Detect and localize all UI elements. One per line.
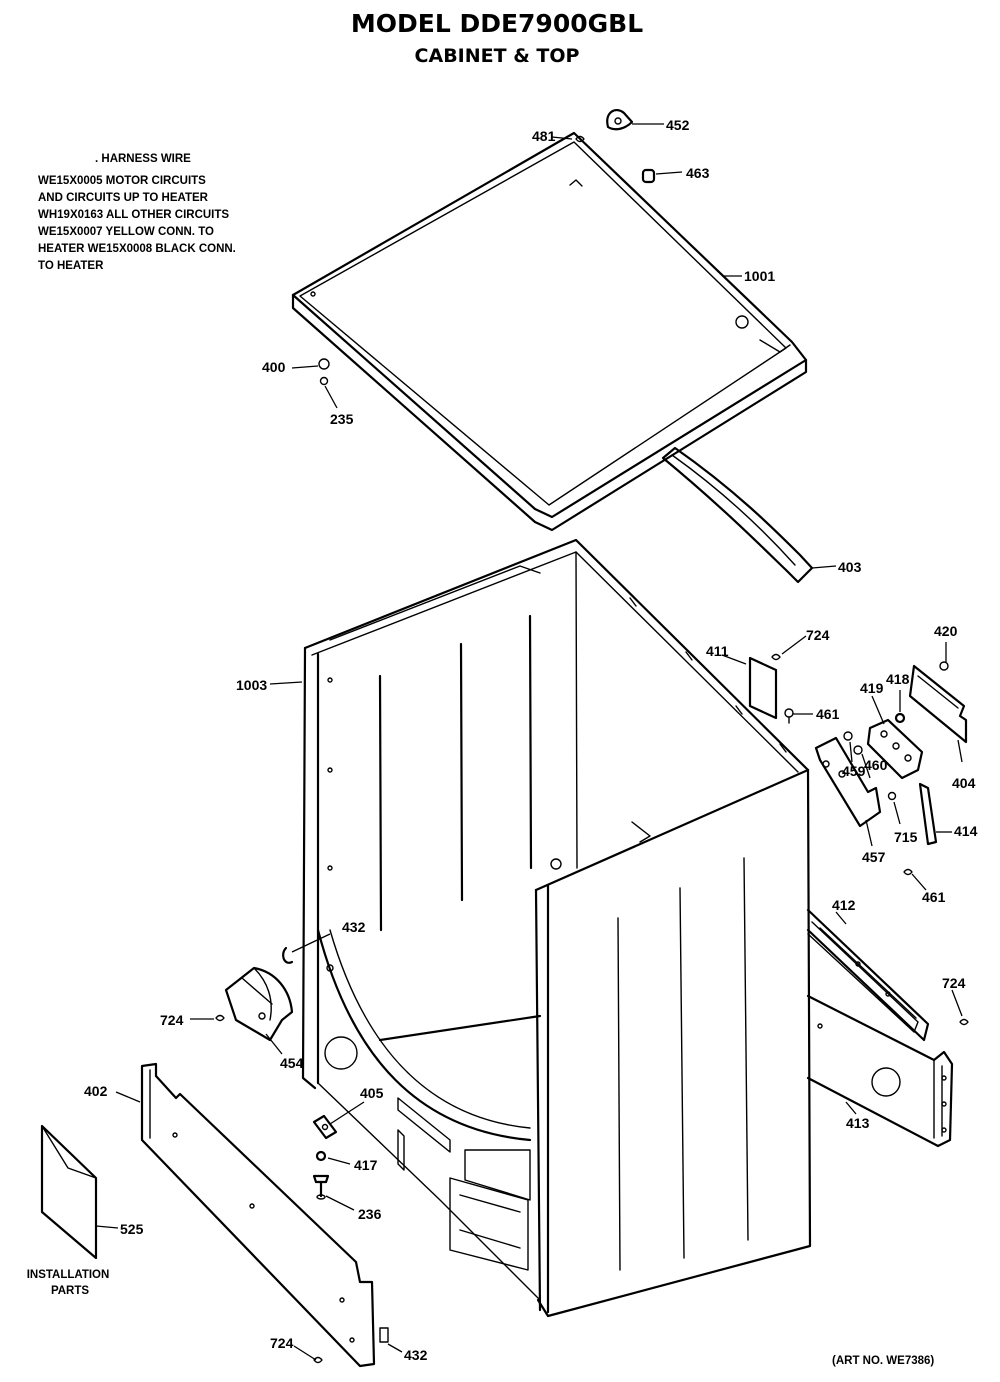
callout-457: 457 xyxy=(862,849,886,865)
screw-icon xyxy=(318,358,330,386)
bumper-icon xyxy=(641,168,656,184)
note-line: WE15X0007 YELLOW CONN. TO xyxy=(38,226,214,238)
callout-403: 403 xyxy=(838,559,862,575)
access-plate xyxy=(748,656,778,720)
strip xyxy=(918,782,938,846)
callout-724: 724 xyxy=(942,975,966,991)
callout-525: 525 xyxy=(120,1221,144,1237)
installation-parts-label: INSTALLATION xyxy=(27,1269,110,1281)
installation-envelope xyxy=(40,1124,98,1260)
callout-432: 432 xyxy=(404,1347,428,1363)
callout-418: 418 xyxy=(886,671,910,687)
callout-402: 402 xyxy=(84,1083,108,1099)
clip-icon xyxy=(282,946,294,964)
callout-405: 405 xyxy=(360,1085,384,1101)
callout-724: 724 xyxy=(806,627,830,643)
leveling-bracket xyxy=(312,1114,338,1140)
rear-panel xyxy=(806,994,954,1148)
callout-432: 432 xyxy=(342,919,366,935)
callout-235: 235 xyxy=(330,411,354,427)
note-line: WH19X0163 ALL OTHER CIRCUITS xyxy=(38,209,229,221)
screw-icon xyxy=(843,731,853,741)
callout-404: 404 xyxy=(952,775,976,791)
screw-icon xyxy=(313,1356,323,1364)
callout-461: 461 xyxy=(922,889,946,905)
callout-1003: 1003 xyxy=(236,677,267,693)
callout-413: 413 xyxy=(846,1115,870,1131)
screw-icon xyxy=(215,1014,225,1022)
side-rail xyxy=(806,908,930,1042)
nut-icon xyxy=(315,1150,327,1162)
callout-414: 414 xyxy=(954,823,978,839)
leader-lines xyxy=(95,123,963,1361)
callout-412: 412 xyxy=(832,897,856,913)
hinge-clip-icon xyxy=(606,109,634,131)
screw-icon xyxy=(939,661,949,671)
toe-panel xyxy=(140,1062,376,1368)
cabinet xyxy=(301,538,812,1318)
harness-wire-note: . HARNESS WIRE WE15X0005 MOTOR CIRCUITS … xyxy=(38,153,236,272)
callout-452: 452 xyxy=(666,117,690,133)
top-bracket xyxy=(661,446,814,584)
art-number: (ART NO. WE7386) xyxy=(832,1355,934,1367)
callout-461: 461 xyxy=(816,706,840,722)
callout-420: 420 xyxy=(934,623,958,639)
screw-icon xyxy=(894,712,906,724)
clip-icon xyxy=(379,1327,389,1343)
screw-icon xyxy=(887,791,897,801)
screw-icon xyxy=(771,653,781,661)
callout-724: 724 xyxy=(160,1012,184,1028)
callout-724: 724 xyxy=(270,1335,294,1351)
door-hinge xyxy=(224,966,294,1042)
callout-419: 419 xyxy=(860,680,884,696)
callout-400: 400 xyxy=(262,359,286,375)
callout-481: 481 xyxy=(532,128,556,144)
callout-labels: 452 481 463 1001 400 235 403 1003 411 72… xyxy=(84,117,978,1363)
note-line: HEATER WE15X0008 BLACK CONN. xyxy=(38,243,236,255)
note-line: . HARNESS WIRE xyxy=(95,153,191,165)
callout-715: 715 xyxy=(894,829,918,845)
mounting-bracket xyxy=(814,736,882,828)
screw-icon xyxy=(959,1018,969,1026)
screw-icon xyxy=(903,868,913,876)
callout-417: 417 xyxy=(354,1157,378,1173)
callout-459: 459 xyxy=(842,763,866,779)
screw-icon xyxy=(575,135,585,143)
callout-1001: 1001 xyxy=(744,268,775,284)
callout-460: 460 xyxy=(864,757,888,773)
callout-463: 463 xyxy=(686,165,710,181)
screw-icon xyxy=(853,745,863,755)
top-panel xyxy=(291,131,808,532)
callout-236: 236 xyxy=(358,1206,382,1222)
screw-icon xyxy=(784,708,794,724)
callout-454: 454 xyxy=(280,1055,304,1071)
callout-411: 411 xyxy=(706,643,729,659)
installation-parts-label: PARTS xyxy=(51,1285,89,1297)
terminal-block xyxy=(866,718,924,780)
section-title: CABINET & TOP xyxy=(415,45,580,67)
note-line: TO HEATER xyxy=(38,260,104,272)
model-title: MODEL DDE7900GBL xyxy=(351,9,643,38)
terminal-bracket xyxy=(908,664,968,744)
leveling-leg xyxy=(312,1174,330,1200)
note-line: WE15X0005 MOTOR CIRCUITS xyxy=(38,175,206,187)
note-line: AND CIRCUITS UP TO HEATER xyxy=(38,192,209,204)
